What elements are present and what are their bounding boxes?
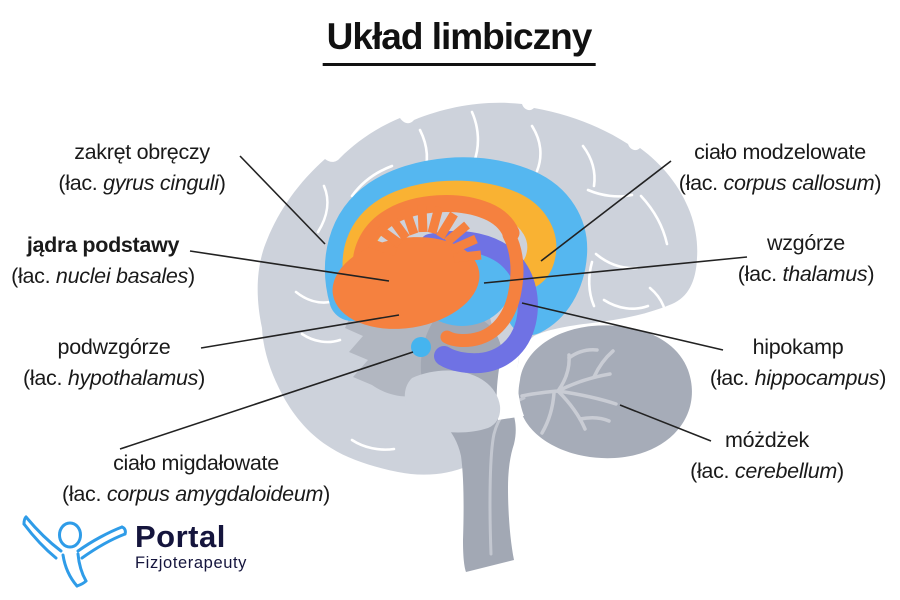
label-pl-name: wzgórze (767, 231, 845, 255)
label-cialo-migdalowate: ciało migdałowate (łac. corpus amygdaloi… (62, 448, 330, 510)
label-latin-name: (łac. cerebellum) (690, 459, 844, 483)
label-jadra-podstawy: jądra podstawy (łac. nuclei basales) (11, 230, 195, 292)
label-latin-name: (łac. nuclei basales) (11, 264, 195, 288)
fornix-hippocampus-arc (420, 230, 538, 374)
label-latin-name: (łac. corpus amygdaloideum) (62, 482, 330, 506)
label-mozdzek: móżdżek (łac. cerebellum) (690, 425, 844, 487)
logo: Portal Fizjoterapeuty (16, 508, 247, 588)
white-notch (496, 350, 524, 420)
pointer-line-wzgorze (483, 256, 748, 284)
pointer-line-zakret-obreczy (239, 155, 326, 245)
label-pl-name: ciało modzelowate (694, 140, 866, 164)
cerebellum-branches (520, 348, 618, 435)
label-pl-name: zakręt obręczy (74, 140, 210, 164)
label-cialo-modzelowate: ciało modzelowate (łac. corpus callosum) (679, 137, 882, 199)
label-pl-name: podwzgórze (57, 335, 171, 359)
logo-brand: Portal (135, 519, 226, 554)
label-podwzgorze: podwzgórze (łac. hypothalamus) (23, 332, 205, 394)
label-zakret-obreczy: zakręt obręczy (łac. gyrus cinguli) (58, 137, 226, 199)
label-pl-name: hipokamp (752, 335, 844, 359)
pointer-line-cialo-migdalowate (119, 351, 414, 450)
label-latin-name: (łac. hippocampus) (709, 366, 887, 390)
label-hipokamp: hipokamp (łac. hippocampus) (709, 332, 887, 394)
caudate-tail-arc (440, 228, 524, 347)
label-latin-name: (łac. hypothalamus) (23, 366, 205, 390)
label-wzgorze: wzgórze (łac. thalamus) (738, 228, 875, 290)
label-pl-name: ciało migdałowate (113, 451, 279, 475)
parahippocampal-lobe (404, 370, 501, 433)
logo-tagline: Fizjoterapeuty (135, 554, 248, 572)
logo-figure-icon (22, 515, 127, 588)
logo-text: Portal Fizjoterapeuty (135, 519, 248, 573)
label-pl-name: jądra podstawy (26, 233, 180, 257)
label-latin-name: (łac. corpus callosum) (678, 171, 882, 195)
pointer-line-jadra-podstawy (189, 250, 390, 282)
caudate-band (352, 195, 520, 291)
pointer-line-cialo-modzelowate (540, 160, 672, 262)
label-latin-name: (łac. thalamus) (737, 262, 875, 286)
label-pl-name: móżdżek (725, 428, 809, 452)
basal-nuclei-blob (332, 237, 480, 329)
label-latin-name: (łac. gyrus cinguli) (58, 171, 226, 195)
pointer-line-podwzgorze (200, 314, 400, 349)
pointer-line-mozdzek (619, 404, 712, 442)
internal-capsule-stripes (368, 204, 482, 263)
cerebellum (518, 325, 692, 459)
page-title: Układ limbiczny (322, 16, 596, 66)
pointer-line-hipokamp (521, 302, 724, 351)
amygdala-dot (411, 337, 431, 357)
